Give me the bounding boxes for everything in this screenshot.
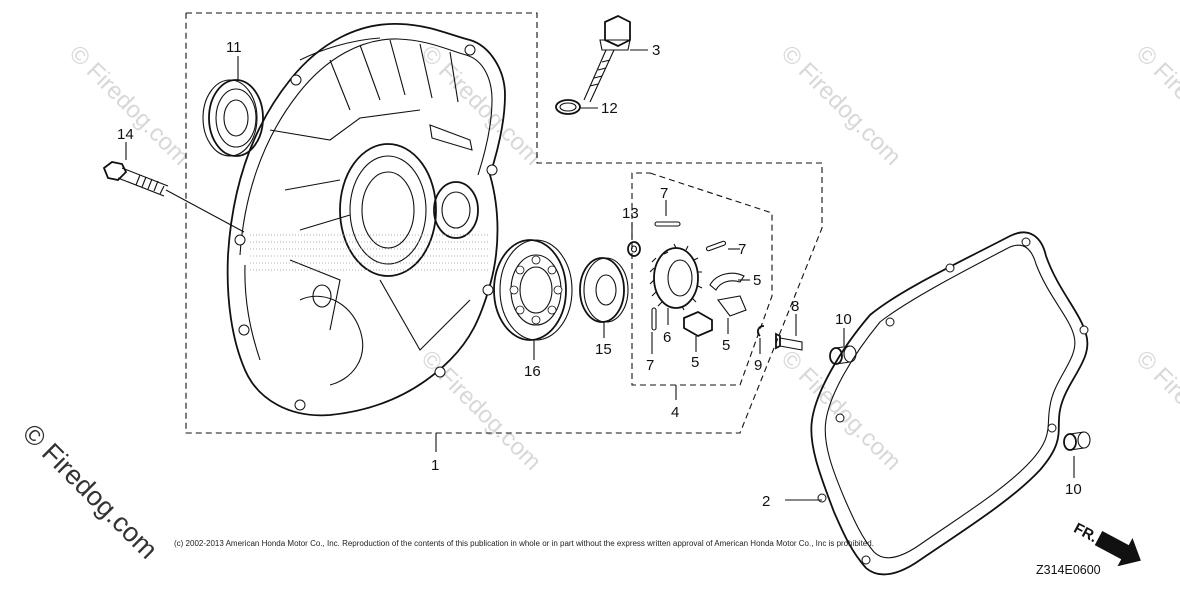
callout-15: 15 [595, 341, 612, 358]
copyright-notice: (c) 2002-2013 American Honda Motor Co., … [174, 539, 874, 548]
diagram-code: Z314E0600 [1036, 563, 1101, 577]
callout-5-upper: 5 [753, 272, 761, 289]
o-ring [555, 99, 581, 115]
callout-10-upper: 10 [835, 311, 852, 328]
callout-labels: 1 2 3 4 5 5 5 6 7 7 7 8 9 10 10 11 12 13… [117, 39, 1082, 510]
snap-clip [757, 325, 765, 337]
callout-6: 6 [663, 329, 671, 346]
callout-12: 12 [601, 100, 618, 117]
governor-shaft [775, 332, 803, 351]
case-cover-gasket [810, 231, 1089, 576]
callout-5-lower-left: 5 [691, 354, 699, 371]
callout-11: 11 [226, 39, 242, 56]
watermark-faint: © Firedog.com [1131, 345, 1180, 476]
case-assembly-boundary [185, 12, 823, 434]
watermark-faint: © Firedog.com [64, 40, 195, 171]
callout-2: 2 [762, 493, 770, 510]
leader-lines [125, 49, 1075, 501]
callout-1: 1 [431, 457, 439, 474]
governor-weights [683, 272, 747, 338]
governor-gear [649, 243, 703, 311]
ball-bearing-small [579, 257, 629, 323]
flange-bolt [102, 161, 245, 233]
watermark-faint: © Firedog.com [776, 40, 907, 171]
watermark-faint: © Firedog.com [416, 40, 547, 171]
faint-watermarks: © Firedog.com © Firedog.com © Firedog.co… [64, 40, 1180, 476]
callout-7-bottom: 7 [646, 357, 654, 374]
governor-assembly-boundary [631, 172, 773, 386]
callout-3: 3 [652, 42, 660, 59]
callout-14: 14 [117, 126, 134, 143]
pins [651, 221, 727, 331]
ball-bearing-large [493, 239, 573, 341]
callout-9: 9 [754, 357, 762, 374]
callout-13: 13 [622, 205, 639, 222]
callout-4: 4 [671, 404, 679, 421]
oil-seal [202, 79, 264, 157]
front-indicator-label: FR. [1071, 520, 1100, 546]
callout-7-right: 7 [738, 241, 746, 258]
dowel-pin-upper [829, 345, 857, 365]
callout-10-lower: 10 [1065, 481, 1082, 498]
governor-washer [627, 241, 641, 257]
callout-5-lower-right: 5 [722, 337, 730, 354]
oil-dipstick [583, 15, 631, 103]
callout-16: 16 [524, 363, 541, 380]
crankcase-cover [226, 23, 506, 417]
callout-8: 8 [791, 298, 799, 315]
watermark-faint: © Firedog.com [1131, 40, 1180, 171]
callout-7-top: 7 [660, 185, 668, 202]
watermark-faint: © Firedog.com [776, 345, 907, 476]
dowel-pin-lower [1063, 431, 1091, 451]
